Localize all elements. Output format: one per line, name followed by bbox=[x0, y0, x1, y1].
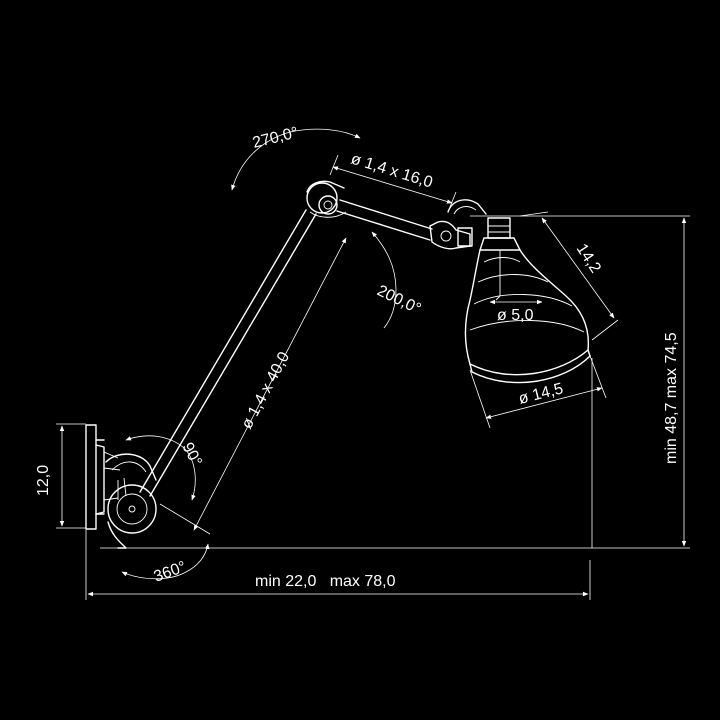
height-range-label: min 48,7 max 74,5 bbox=[663, 332, 680, 464]
base-tilt-arc bbox=[125, 435, 196, 501]
head-depth-ext-1 bbox=[519, 211, 549, 217]
base-joint bbox=[105, 453, 157, 549]
upper-arm bbox=[336, 199, 433, 241]
upper-arm-ext-1 bbox=[329, 154, 339, 176]
lower-arm-ext bbox=[159, 503, 211, 535]
dimension-graphics bbox=[56, 128, 690, 600]
head-depth-label: 14,2 bbox=[573, 241, 604, 276]
bulb-diameter-label: ø 5,0 bbox=[497, 307, 534, 324]
base-height-label: 12,0 bbox=[35, 465, 52, 496]
head-depth-dim-line bbox=[541, 217, 615, 319]
reach-range-label: min 22,0 max 78,0 bbox=[255, 573, 396, 590]
shade-ext-2 bbox=[589, 355, 607, 399]
upper-arm-label: ø 1,4 x 16,0 bbox=[349, 151, 435, 192]
upper-arm-dim-line bbox=[332, 166, 453, 204]
bulb-socket bbox=[479, 217, 521, 251]
swivel-angle-label: 270,0° bbox=[251, 124, 300, 152]
lamp-illustration bbox=[85, 180, 591, 549]
base-tilt-label: 90° bbox=[178, 440, 204, 469]
lower-arm-dim-line bbox=[193, 237, 347, 531]
head-depth-ext-2 bbox=[591, 319, 619, 341]
base-rotation-arc bbox=[121, 543, 210, 580]
head-joint bbox=[429, 199, 487, 250]
base-rotation-label: 360° bbox=[152, 558, 189, 585]
elbow-arc bbox=[371, 231, 397, 329]
dimension-labels: 270,0° ø 1,4 x 16,0 14,2 ø 5,0 200,0° mi… bbox=[35, 124, 680, 590]
lower-arm bbox=[139, 209, 317, 497]
wall-plate bbox=[85, 424, 121, 530]
shade-dim-line bbox=[485, 387, 603, 419]
lower-arm-label: ø 1,4 x 40,0 bbox=[239, 349, 294, 432]
swivel-arc bbox=[231, 128, 361, 191]
elbow-angle-label: 200,0° bbox=[374, 282, 423, 318]
